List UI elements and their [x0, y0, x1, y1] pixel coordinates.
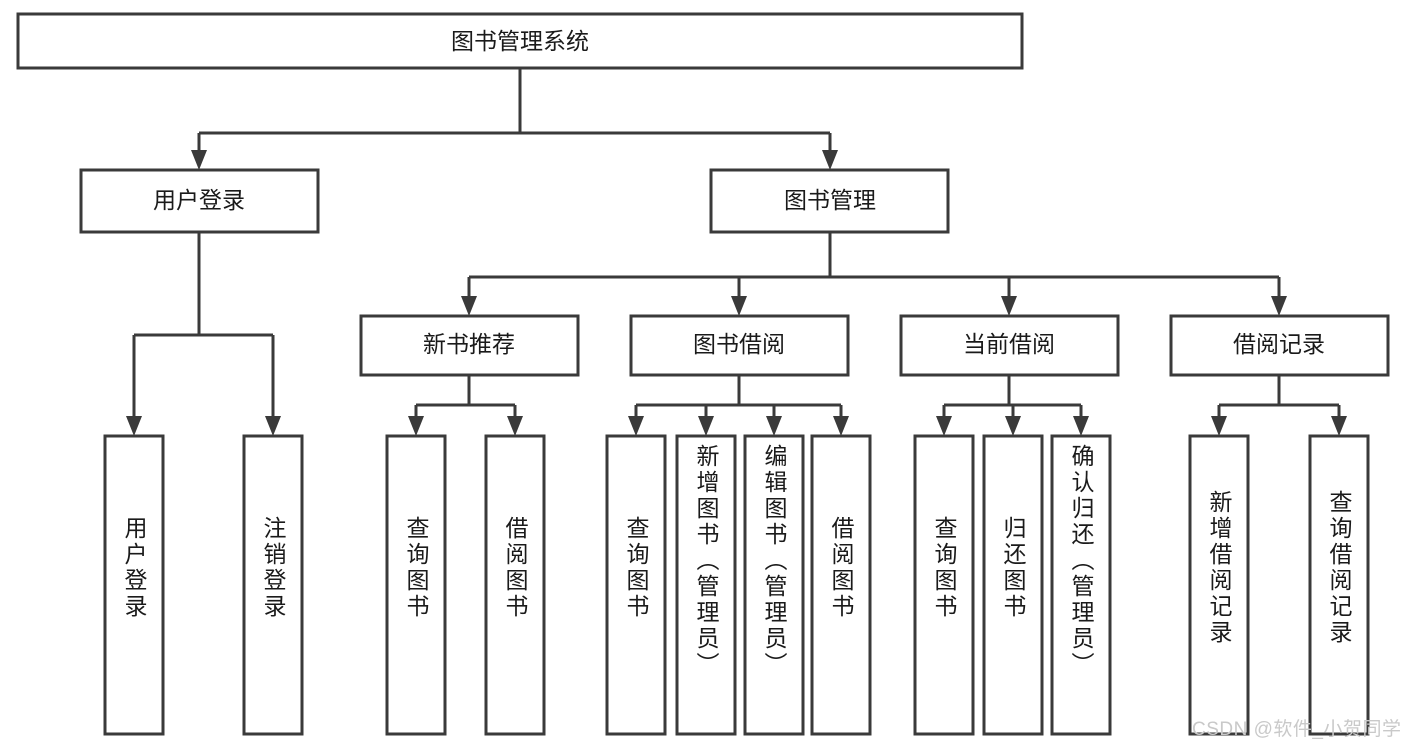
arrow-head-book-borrow	[731, 296, 747, 316]
node-book-management-label: 图书管理	[784, 187, 876, 213]
node-book-borrow-box[interactable]	[629, 314, 850, 377]
arrow-head-leaf-query-record	[1331, 416, 1347, 436]
arrow-head-book-mgmt	[822, 150, 838, 170]
leaf-boxes	[103, 434, 1370, 736]
node-new-book-recommend[interactable]: 新书推荐	[359, 314, 580, 377]
leaf-box-add-book-admin[interactable]	[675, 434, 737, 736]
node-current-borrow-label: 当前借阅	[963, 331, 1055, 357]
node-book-management-box[interactable]	[709, 168, 950, 234]
leaf-box-borrow-book-1[interactable]	[484, 434, 546, 736]
leaf-box-query-borrow-record[interactable]	[1308, 434, 1370, 736]
node-new-book-recommend-label: 新书推荐	[423, 331, 515, 357]
node-user-login-box[interactable]	[79, 168, 320, 234]
arrow-head-leaf-add-book	[698, 416, 714, 436]
node-root-label: 图书管理系统	[451, 28, 589, 54]
arrow-head-leaf-return-book	[1005, 416, 1021, 436]
arrow-head-leaf-edit-book	[766, 416, 782, 436]
arrow-head-user-login	[191, 150, 207, 170]
node-root[interactable]: 图书管理系统	[16, 12, 1024, 70]
node-book-borrow-label: 图书借阅	[693, 331, 785, 357]
leaf-box-user-login[interactable]	[103, 434, 165, 736]
node-borrow-record[interactable]: 借阅记录	[1169, 314, 1390, 377]
leaf-box-edit-book-admin[interactable]	[743, 434, 805, 736]
arrow-head-leaf-confirm-return	[1073, 416, 1089, 436]
node-book-borrow[interactable]: 图书借阅	[629, 314, 850, 377]
node-user-login-label: 用户登录	[153, 187, 245, 213]
arrow-head-leaf-query-book-1	[408, 416, 424, 436]
node-book-management[interactable]: 图书管理	[709, 168, 950, 234]
node-borrow-record-box[interactable]	[1169, 314, 1390, 377]
arrow-head-new-book-rec	[461, 296, 477, 316]
leaf-box-logout[interactable]	[242, 434, 304, 736]
connector-layer	[126, 68, 1347, 436]
node-root-box[interactable]	[16, 12, 1024, 70]
node-new-book-recommend-box[interactable]	[359, 314, 580, 377]
arrow-head-leaf-logout	[265, 416, 281, 436]
arrow-head-leaf-query-book-3	[936, 416, 952, 436]
node-borrow-record-label: 借阅记录	[1233, 331, 1325, 357]
leaf-box-confirm-return-admin[interactable]	[1050, 434, 1112, 736]
arrow-head-borrow-record	[1271, 296, 1287, 316]
arrow-head-leaf-user-login	[126, 416, 142, 436]
leaf-box-query-book-3[interactable]	[913, 434, 975, 736]
arrow-head-leaf-borrow-book-1	[507, 416, 523, 436]
arrow-head-current-borrow	[1001, 296, 1017, 316]
leaf-box-query-book-2[interactable]	[605, 434, 667, 736]
leaf-box-borrow-book-2[interactable]	[810, 434, 872, 736]
leaf-box-return-book[interactable]	[982, 434, 1044, 736]
arrow-head-leaf-query-book-2	[628, 416, 644, 436]
node-current-borrow-box[interactable]	[899, 314, 1120, 377]
csdn-watermark: CSDN @软件_小贺同学	[1192, 719, 1402, 740]
arrow-head-leaf-add-record	[1211, 416, 1227, 436]
node-user-login[interactable]: 用户登录	[79, 168, 320, 234]
leaf-box-add-borrow-record[interactable]	[1188, 434, 1250, 736]
node-current-borrow[interactable]: 当前借阅	[899, 314, 1120, 377]
leaf-box-query-book-1[interactable]	[385, 434, 447, 736]
arrow-head-leaf-borrow-book-2	[833, 416, 849, 436]
